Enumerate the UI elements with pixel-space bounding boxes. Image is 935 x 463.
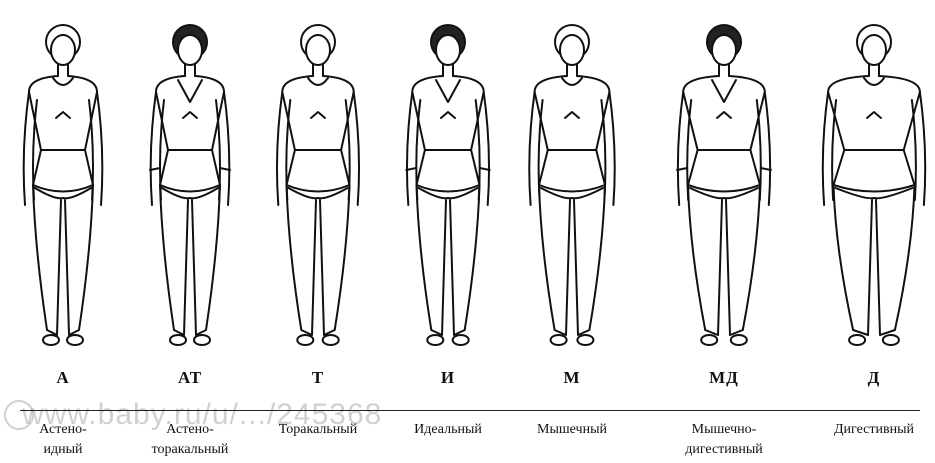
head: [306, 35, 330, 65]
divider-line: [20, 410, 920, 411]
figure-name-0: Астено-идный: [0, 420, 133, 460]
figure-0: [24, 25, 103, 345]
right-foot: [323, 335, 339, 345]
head: [560, 35, 584, 65]
briefs: [160, 185, 220, 198]
right-leg: [574, 185, 605, 335]
chest-mark: [311, 112, 325, 118]
figure-code-1: АТ: [160, 368, 220, 388]
left-leg: [33, 185, 61, 335]
right-leg: [726, 185, 760, 335]
figure-code-3: И: [418, 368, 478, 388]
figure-code-5: МД: [694, 368, 754, 388]
right-foot: [883, 335, 899, 345]
neckline: [436, 80, 460, 102]
torso: [29, 76, 97, 185]
left-foot: [297, 335, 313, 345]
figure-4: [529, 25, 614, 345]
left-leg: [539, 185, 570, 335]
chest-mark: [867, 112, 881, 118]
head: [436, 35, 460, 65]
right-foot: [453, 335, 469, 345]
torso: [412, 76, 483, 185]
briefs: [417, 185, 480, 198]
figure-name-line: Мышечный: [502, 420, 642, 440]
left-leg: [688, 185, 722, 335]
right-foot: [731, 335, 747, 345]
cuffs: [406, 168, 489, 170]
figure-code-6: Д: [844, 368, 904, 388]
right-leg: [450, 185, 480, 335]
briefs: [688, 185, 760, 198]
left-leg: [160, 185, 188, 335]
briefs: [834, 185, 915, 198]
head: [178, 35, 202, 65]
figure-code-2: Т: [288, 368, 348, 388]
right-foot: [577, 335, 593, 345]
left-leg: [834, 185, 873, 335]
figure-code-4: М: [542, 368, 602, 388]
left-foot: [170, 335, 186, 345]
neckline: [712, 80, 736, 102]
figure-name-6: Дигестивный: [804, 420, 935, 440]
figure-3: [406, 25, 489, 345]
torso: [535, 76, 610, 185]
left-foot: [551, 335, 567, 345]
chest-mark: [441, 112, 455, 118]
figure-name-4: Мышечный: [502, 420, 642, 440]
left-leg: [287, 185, 317, 335]
figure-name-1: Астено-торакальный: [120, 420, 260, 460]
left-foot: [427, 335, 443, 345]
figure-code-0: А: [33, 368, 93, 388]
briefs: [287, 185, 350, 198]
left-foot: [849, 335, 865, 345]
torso: [156, 76, 224, 185]
chest-mark: [56, 112, 70, 118]
torso: [282, 76, 353, 185]
right-leg: [876, 185, 915, 335]
figure-name-line: Торакальный: [248, 420, 388, 440]
figure-name-2: Торакальный: [248, 420, 388, 440]
briefs: [539, 185, 605, 198]
torso: [828, 76, 920, 185]
cuffs: [150, 168, 230, 170]
neckline: [562, 78, 582, 85]
figure-6: [823, 25, 925, 345]
figure-name-line: торакальный: [120, 440, 260, 460]
figure-name-line: Дигестивный: [804, 420, 935, 440]
body-type-figures: [0, 0, 935, 360]
briefs: [33, 185, 93, 198]
chest-mark: [717, 112, 731, 118]
figure-name-line: Мышечно-: [654, 420, 794, 440]
chest-mark: [183, 112, 197, 118]
head: [712, 35, 736, 65]
torso: [683, 76, 765, 185]
right-leg: [192, 185, 220, 335]
figure-name-line: Астено-: [0, 420, 133, 440]
figure-name-line: идный: [0, 440, 133, 460]
neckline: [178, 80, 202, 102]
head: [862, 35, 886, 65]
figure-1: [150, 25, 230, 345]
right-foot: [67, 335, 83, 345]
right-foot: [194, 335, 210, 345]
figure-name-5: Мышечно-дигестивный: [654, 420, 794, 460]
neckline: [864, 78, 884, 85]
figure-name-line: Астено-: [120, 420, 260, 440]
right-leg: [320, 185, 350, 335]
right-leg: [65, 185, 93, 335]
figure-name-3: Идеальный: [378, 420, 518, 440]
head: [51, 35, 75, 65]
chest-mark: [565, 112, 579, 118]
figure-name-line: Идеальный: [378, 420, 518, 440]
figure-name-line: дигестивный: [654, 440, 794, 460]
neckline: [308, 78, 328, 85]
left-foot: [701, 335, 717, 345]
left-foot: [43, 335, 59, 345]
neckline: [53, 78, 73, 85]
left-leg: [417, 185, 447, 335]
figure-5: [677, 25, 771, 345]
figure-2: [277, 25, 359, 345]
